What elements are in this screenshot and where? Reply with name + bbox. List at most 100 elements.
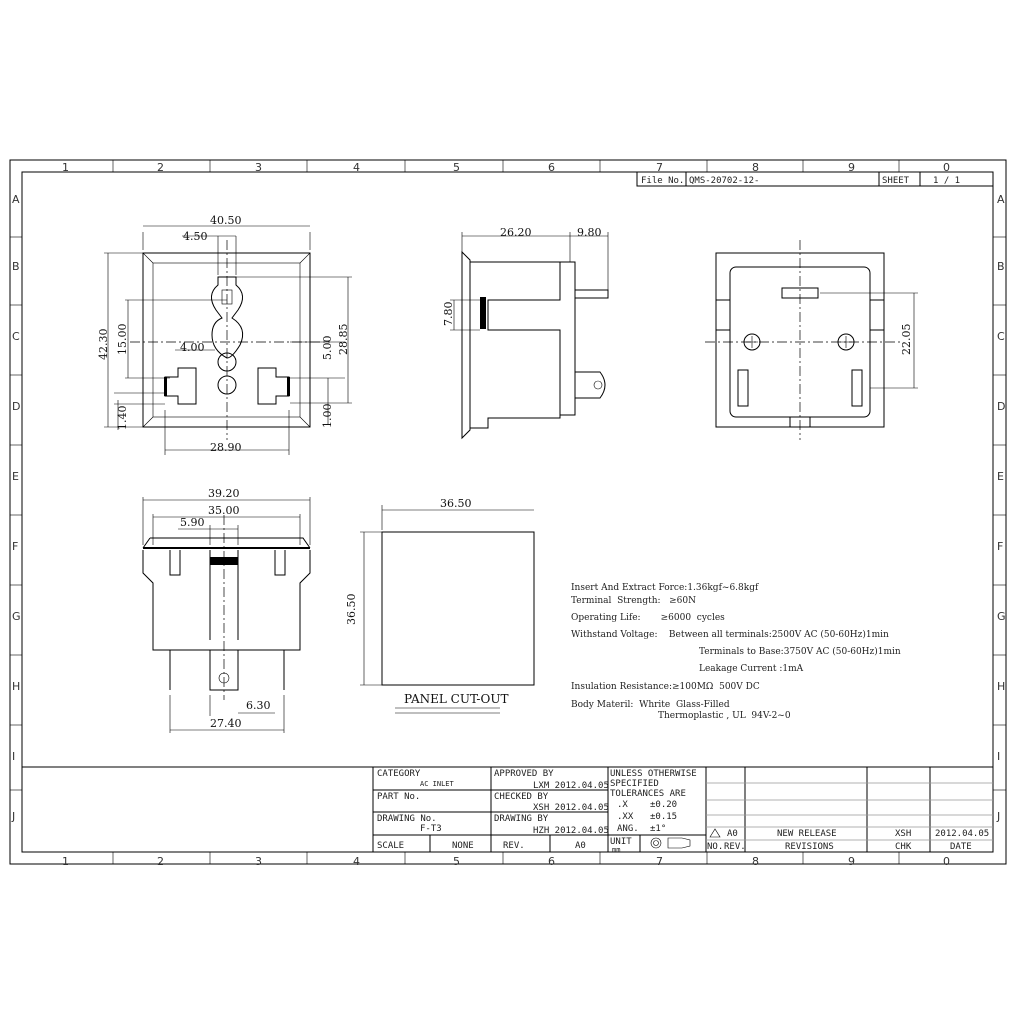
grid-column-label: 5 [453, 161, 460, 174]
grid-column-label: 6 [548, 855, 555, 868]
spec-line: Insulation Resistance:≥100MΩ 500V DC [571, 682, 760, 692]
grid-column-label: 4 [353, 161, 360, 174]
header-chk: CHK [895, 842, 912, 852]
dim-pin-span: 27.40 [210, 717, 242, 730]
title-block: CATEGORY AC INLET PART No. DRAWING No. F… [22, 766, 993, 854]
dim-span: 28.85 [337, 324, 350, 356]
rev-label: REV. [503, 841, 525, 851]
grid-row-label: G [997, 610, 1006, 623]
scale-label: SCALE [377, 841, 404, 851]
spec-line: Operating Life: ≥6000 cycles [571, 613, 725, 623]
dim-bottom-right: 1.00 [321, 404, 334, 429]
drawn-value: HZH 2012.04.05 [533, 826, 609, 836]
revision-rev: A0 [727, 829, 738, 839]
spec-line: Terminal Strength: ≥60N [571, 596, 696, 606]
grid-row-label: B [12, 260, 20, 273]
grid-column-label: 9 [848, 161, 855, 174]
bottom-view: 39.20 35.00 5.90 6.30 27.40 [142, 487, 311, 733]
grid-column-label: 2 [157, 161, 164, 174]
grid-row-label: D [12, 400, 20, 413]
file-no-label: File No. [641, 176, 684, 186]
spec-line: Insert And Extract Force:1.36kgf~6.8kgf [571, 583, 759, 593]
scale-value: NONE [452, 841, 474, 851]
grid-row-label: B [997, 260, 1005, 273]
dim-pitch: 15.00 [116, 324, 129, 356]
grid-row-label: J [996, 810, 1000, 823]
outer-frame [9, 159, 1007, 865]
dim-thickness: 7.80 [442, 302, 455, 327]
grid-row-label: A [12, 193, 20, 206]
tolerance-value: ±0.15 [650, 812, 677, 822]
grid-column-label: 8 [752, 161, 759, 174]
header-date: DATE [950, 842, 972, 852]
category-label: CATEGORY [377, 769, 421, 779]
header-revisions: REVISIONS [785, 842, 834, 852]
inner-frame [21, 171, 994, 853]
revision-chk: XSH [895, 829, 911, 839]
spec-line: Body Materil: Whrite Glass-Filled [571, 700, 730, 710]
dim-pin-width: 4.50 [183, 230, 208, 243]
grid-row-label: C [12, 330, 20, 343]
dim-terminal-span: 28.90 [210, 441, 242, 454]
tolerance-value: ±0.20 [650, 800, 677, 810]
tolerance-heading: TOLERANCES ARE [610, 789, 686, 799]
grid-row-label: I [12, 750, 15, 763]
revision-date: 2012.04.05 [935, 829, 989, 839]
dim-height: 42.30 [97, 329, 110, 361]
grid-column-label: 0 [943, 855, 950, 868]
front-view: 40.50 4.50 28.90 4.00 42.30 15.00 1.40 5… [97, 214, 352, 455]
checked-value: XSH 2012.04.05 [533, 803, 609, 813]
header-rev: REV. [724, 842, 746, 852]
file-header: File No. QMS-20702-12- SHEET 1 / 1 [636, 172, 993, 187]
dim-tab: 6.30 [246, 699, 271, 712]
dim-cutout-width: 36.50 [440, 497, 472, 510]
header-no: NO. [707, 842, 723, 852]
grid-column-label: 7 [656, 161, 663, 174]
tolerance-label: .X [617, 800, 628, 810]
tolerance-label: ANG. [617, 824, 639, 834]
spec-line: Withstand Voltage: Between all terminals… [571, 629, 889, 640]
grid-column-label: 3 [255, 161, 262, 174]
dim-pin-length: 9.80 [577, 226, 602, 239]
grid-row-label: A [997, 193, 1005, 206]
panel-cutout-label: PANEL CUT-OUT [404, 692, 508, 706]
drawn-label: DRAWING BY [494, 814, 549, 824]
side-view: 26.20 9.80 7.80 [442, 226, 609, 440]
grid-column-label: 3 [255, 855, 262, 868]
approved-label: APPROVED BY [494, 769, 554, 779]
grid-column-label: 8 [752, 855, 759, 868]
grid-column-label: 7 [656, 855, 663, 868]
dim-inner-width: 35.00 [208, 504, 240, 517]
revision-desc: NEW RELEASE [777, 829, 837, 839]
unit-label: UNIT [610, 837, 632, 847]
spec-line: Thermoplastic , UL 94V-2~0 [658, 711, 791, 721]
grid-row-label: H [997, 680, 1005, 693]
checked-label: CHECKED BY [494, 792, 549, 802]
projection-symbol-icon [650, 837, 691, 849]
dim-diameter: 4.00 [180, 341, 205, 354]
grid-row-label: D [997, 400, 1005, 413]
unit-value: mm [612, 846, 620, 854]
category-value: AC INLET [420, 780, 455, 788]
spec-line: Leakage Current :1mA [699, 664, 804, 674]
dim-depth: 26.20 [500, 226, 532, 239]
tolerance-value: ±1° [650, 824, 666, 834]
drawing-no-value: F-T3 [420, 824, 442, 834]
dim-offset: 5.00 [321, 336, 334, 361]
grid-row-label: C [997, 330, 1005, 343]
rev-value: A0 [575, 841, 586, 851]
dim-offset: 5.90 [180, 516, 205, 529]
part-no-label: PART No. [377, 792, 420, 802]
warning-triangle-icon [709, 828, 721, 838]
grid-row-label: F [997, 540, 1003, 553]
tolerance-label: .XX [617, 812, 634, 822]
grid-row-label: H [12, 680, 20, 693]
dim-bottom-width: 39.20 [208, 487, 240, 500]
sheet-label: SHEET [882, 176, 910, 186]
tolerance-heading: UNLESS OTHERWISE [610, 769, 697, 779]
grid-row-label: E [997, 470, 1004, 483]
file-no: QMS-20702-12- [689, 176, 759, 186]
grid-column-label: 0 [943, 161, 950, 174]
grid-column-label: 9 [848, 855, 855, 868]
